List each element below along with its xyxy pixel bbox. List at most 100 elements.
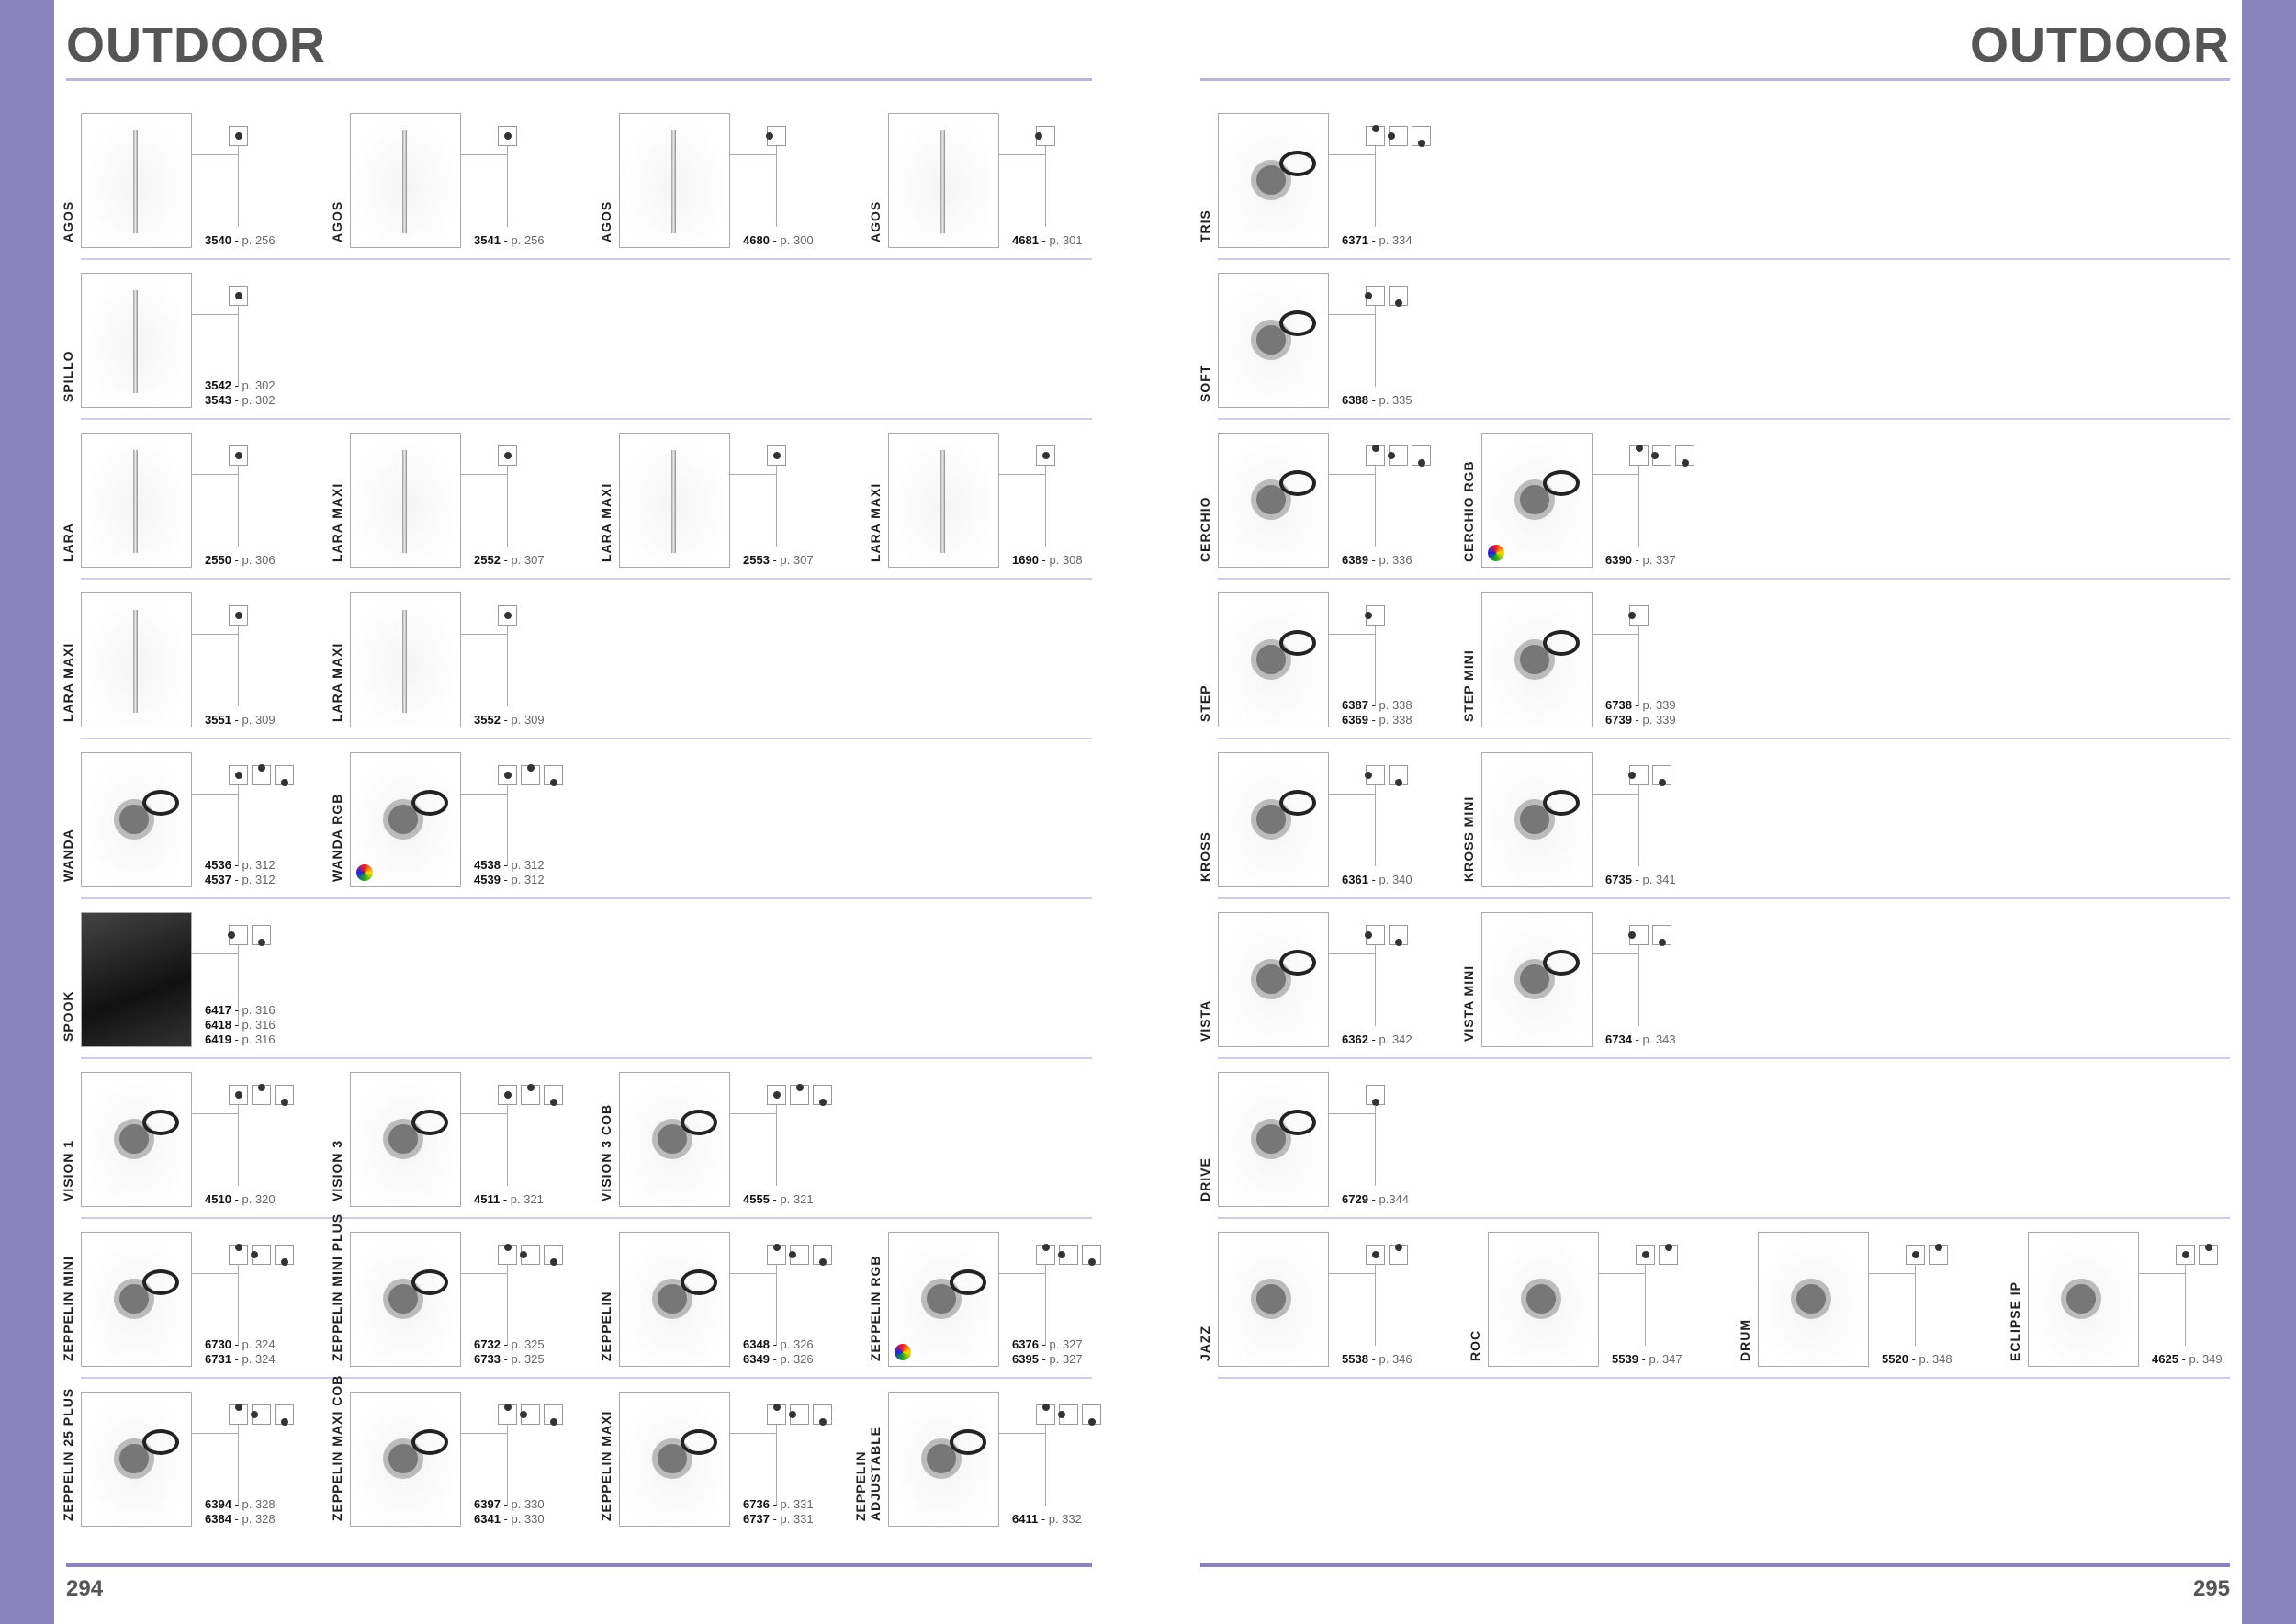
product-code-line[interactable]: 6395 - p. 327 [1012,1352,1083,1367]
product-image[interactable] [2028,1232,2139,1367]
product-code-line[interactable]: 6737 - p. 331 [743,1512,814,1527]
product-code-line[interactable]: 6376 - p. 327 [1012,1337,1083,1352]
product-image[interactable] [1488,1232,1599,1367]
product-code-line[interactable]: 3542 - p. 302 [205,378,276,393]
product-image[interactable] [619,113,730,248]
product-code-line[interactable]: 4510 - p. 320 [205,1192,276,1207]
product-code-line[interactable]: 6731 - p. 324 [205,1352,276,1367]
product-image[interactable] [1218,1232,1329,1367]
product-code-line[interactable]: 6389 - p. 336 [1342,553,1412,568]
product-image[interactable] [1218,1072,1329,1207]
product-image[interactable] [888,433,999,568]
product-image[interactable] [350,113,461,248]
product-image[interactable] [350,752,461,887]
connector-line [1593,634,1638,635]
product-code-line[interactable]: 6738 - p. 339 [1605,698,1676,713]
product-code-line[interactable]: 6734 - p. 343 [1605,1032,1676,1047]
product-code-line[interactable]: 6732 - p. 325 [474,1337,545,1352]
product-code-line[interactable]: 6418 - p. 316 [205,1018,276,1032]
cable-photo [142,1110,179,1135]
product-image[interactable] [1218,752,1329,887]
product-image[interactable] [619,433,730,568]
product-code-line[interactable]: 6411 - p. 332 [1012,1512,1082,1527]
product-image[interactable] [1481,433,1593,568]
product-image[interactable] [81,1232,192,1367]
product-code-line[interactable]: 4625 - p. 349 [2152,1352,2223,1367]
product-image[interactable] [350,1232,461,1367]
product-code-line[interactable]: 6729 - p.344 [1342,1192,1409,1207]
product-code-line[interactable]: 6739 - p. 339 [1605,713,1676,727]
product-code-line[interactable]: 4538 - p. 312 [474,858,545,873]
product-image[interactable] [1218,592,1329,727]
product-code-line[interactable]: 4536 - p. 312 [205,858,276,873]
product-code-line[interactable]: 6735 - p. 341 [1605,873,1676,887]
product-image[interactable] [1218,113,1329,248]
product-image[interactable] [81,433,192,568]
product-code-line[interactable]: 6349 - p. 326 [743,1352,814,1367]
product-image[interactable] [888,1392,999,1527]
product-image[interactable] [81,1392,192,1527]
product-image[interactable] [1218,433,1329,568]
product-code-line[interactable]: 5520 - p. 348 [1882,1352,1953,1367]
product-image[interactable] [81,113,192,248]
product-code-line[interactable]: 4681 - p. 301 [1012,233,1083,248]
product-code-line[interactable]: 6348 - p. 326 [743,1337,814,1352]
product-image[interactable] [350,433,461,568]
product-code-line[interactable]: 1690 - p. 308 [1012,553,1083,568]
product-code-line[interactable]: 6361 - p. 340 [1342,873,1412,887]
product-code-line[interactable]: 6733 - p. 325 [474,1352,545,1367]
product-code-line[interactable]: 6417 - p. 316 [205,1003,276,1018]
product-code-line[interactable]: 6387 - p. 338 [1342,698,1412,713]
product-code-line[interactable]: 6397 - p. 330 [474,1497,545,1512]
product-code-line[interactable]: 6371 - p. 334 [1342,233,1412,248]
product-image[interactable] [888,1232,999,1367]
product-image[interactable] [1218,273,1329,408]
product-code-line[interactable]: 5538 - p. 346 [1342,1352,1412,1367]
product-code-line[interactable]: 2553 - p. 307 [743,553,814,568]
product-code-line[interactable]: 6419 - p. 316 [205,1032,276,1047]
product-image[interactable] [81,592,192,727]
product-image[interactable] [1758,1232,1869,1367]
product-image[interactable] [350,1392,461,1527]
product-image[interactable] [619,1232,730,1367]
product-code-line[interactable]: 4537 - p. 312 [205,873,276,887]
product-code-line[interactable]: 3551 - p. 309 [205,713,276,727]
product-image[interactable] [619,1392,730,1527]
product-code-line[interactable]: 6341 - p. 330 [474,1512,545,1527]
product-image[interactable] [888,113,999,248]
product-code-line[interactable]: 6730 - p. 324 [205,1337,276,1352]
product-image[interactable] [81,912,192,1047]
product-image[interactable] [1481,752,1593,887]
product-image[interactable] [1218,912,1329,1047]
product-code-line[interactable]: 2552 - p. 307 [474,553,545,568]
product-image[interactable] [81,752,192,887]
product-code-line[interactable]: 3552 - p. 309 [474,713,545,727]
product-image[interactable] [1481,592,1593,727]
product-code-line[interactable]: 2550 - p. 306 [205,553,276,568]
product-code-line[interactable]: 4511 - p. 321 [474,1192,544,1207]
product-image[interactable] [619,1072,730,1207]
product-code-line[interactable]: 5539 - p. 347 [1612,1352,1683,1367]
product-image[interactable] [350,1072,461,1207]
product-code-line[interactable]: 4680 - p. 300 [743,233,814,248]
product-code-line[interactable]: 6369 - p. 338 [1342,713,1412,727]
connector-line [238,626,239,706]
dot-bottom-icon [275,765,294,786]
product-code-line[interactable]: 4555 - p. 321 [743,1192,814,1207]
product-image[interactable] [81,1072,192,1207]
product-image[interactable] [81,273,192,408]
dot-center-icon [498,765,517,785]
product-code-line[interactable]: 6384 - p. 328 [205,1512,276,1527]
product-image[interactable] [350,592,461,727]
product-code: 5538 [1342,1352,1368,1366]
product-code-line[interactable]: 6388 - p. 335 [1342,393,1412,408]
product-code-line[interactable]: 3540 - p. 256 [205,233,276,248]
product-code-line[interactable]: 6736 - p. 331 [743,1497,814,1512]
product-code-line[interactable]: 3543 - p. 302 [205,393,276,408]
product-code-line[interactable]: 6390 - p. 337 [1605,553,1676,568]
product-code-line[interactable]: 6362 - p. 342 [1342,1032,1412,1047]
product-code-line[interactable]: 4539 - p. 312 [474,873,545,887]
product-image[interactable] [1481,912,1593,1047]
product-code-line[interactable]: 6394 - p. 328 [205,1497,276,1512]
product-code-line[interactable]: 3541 - p. 256 [474,233,545,248]
